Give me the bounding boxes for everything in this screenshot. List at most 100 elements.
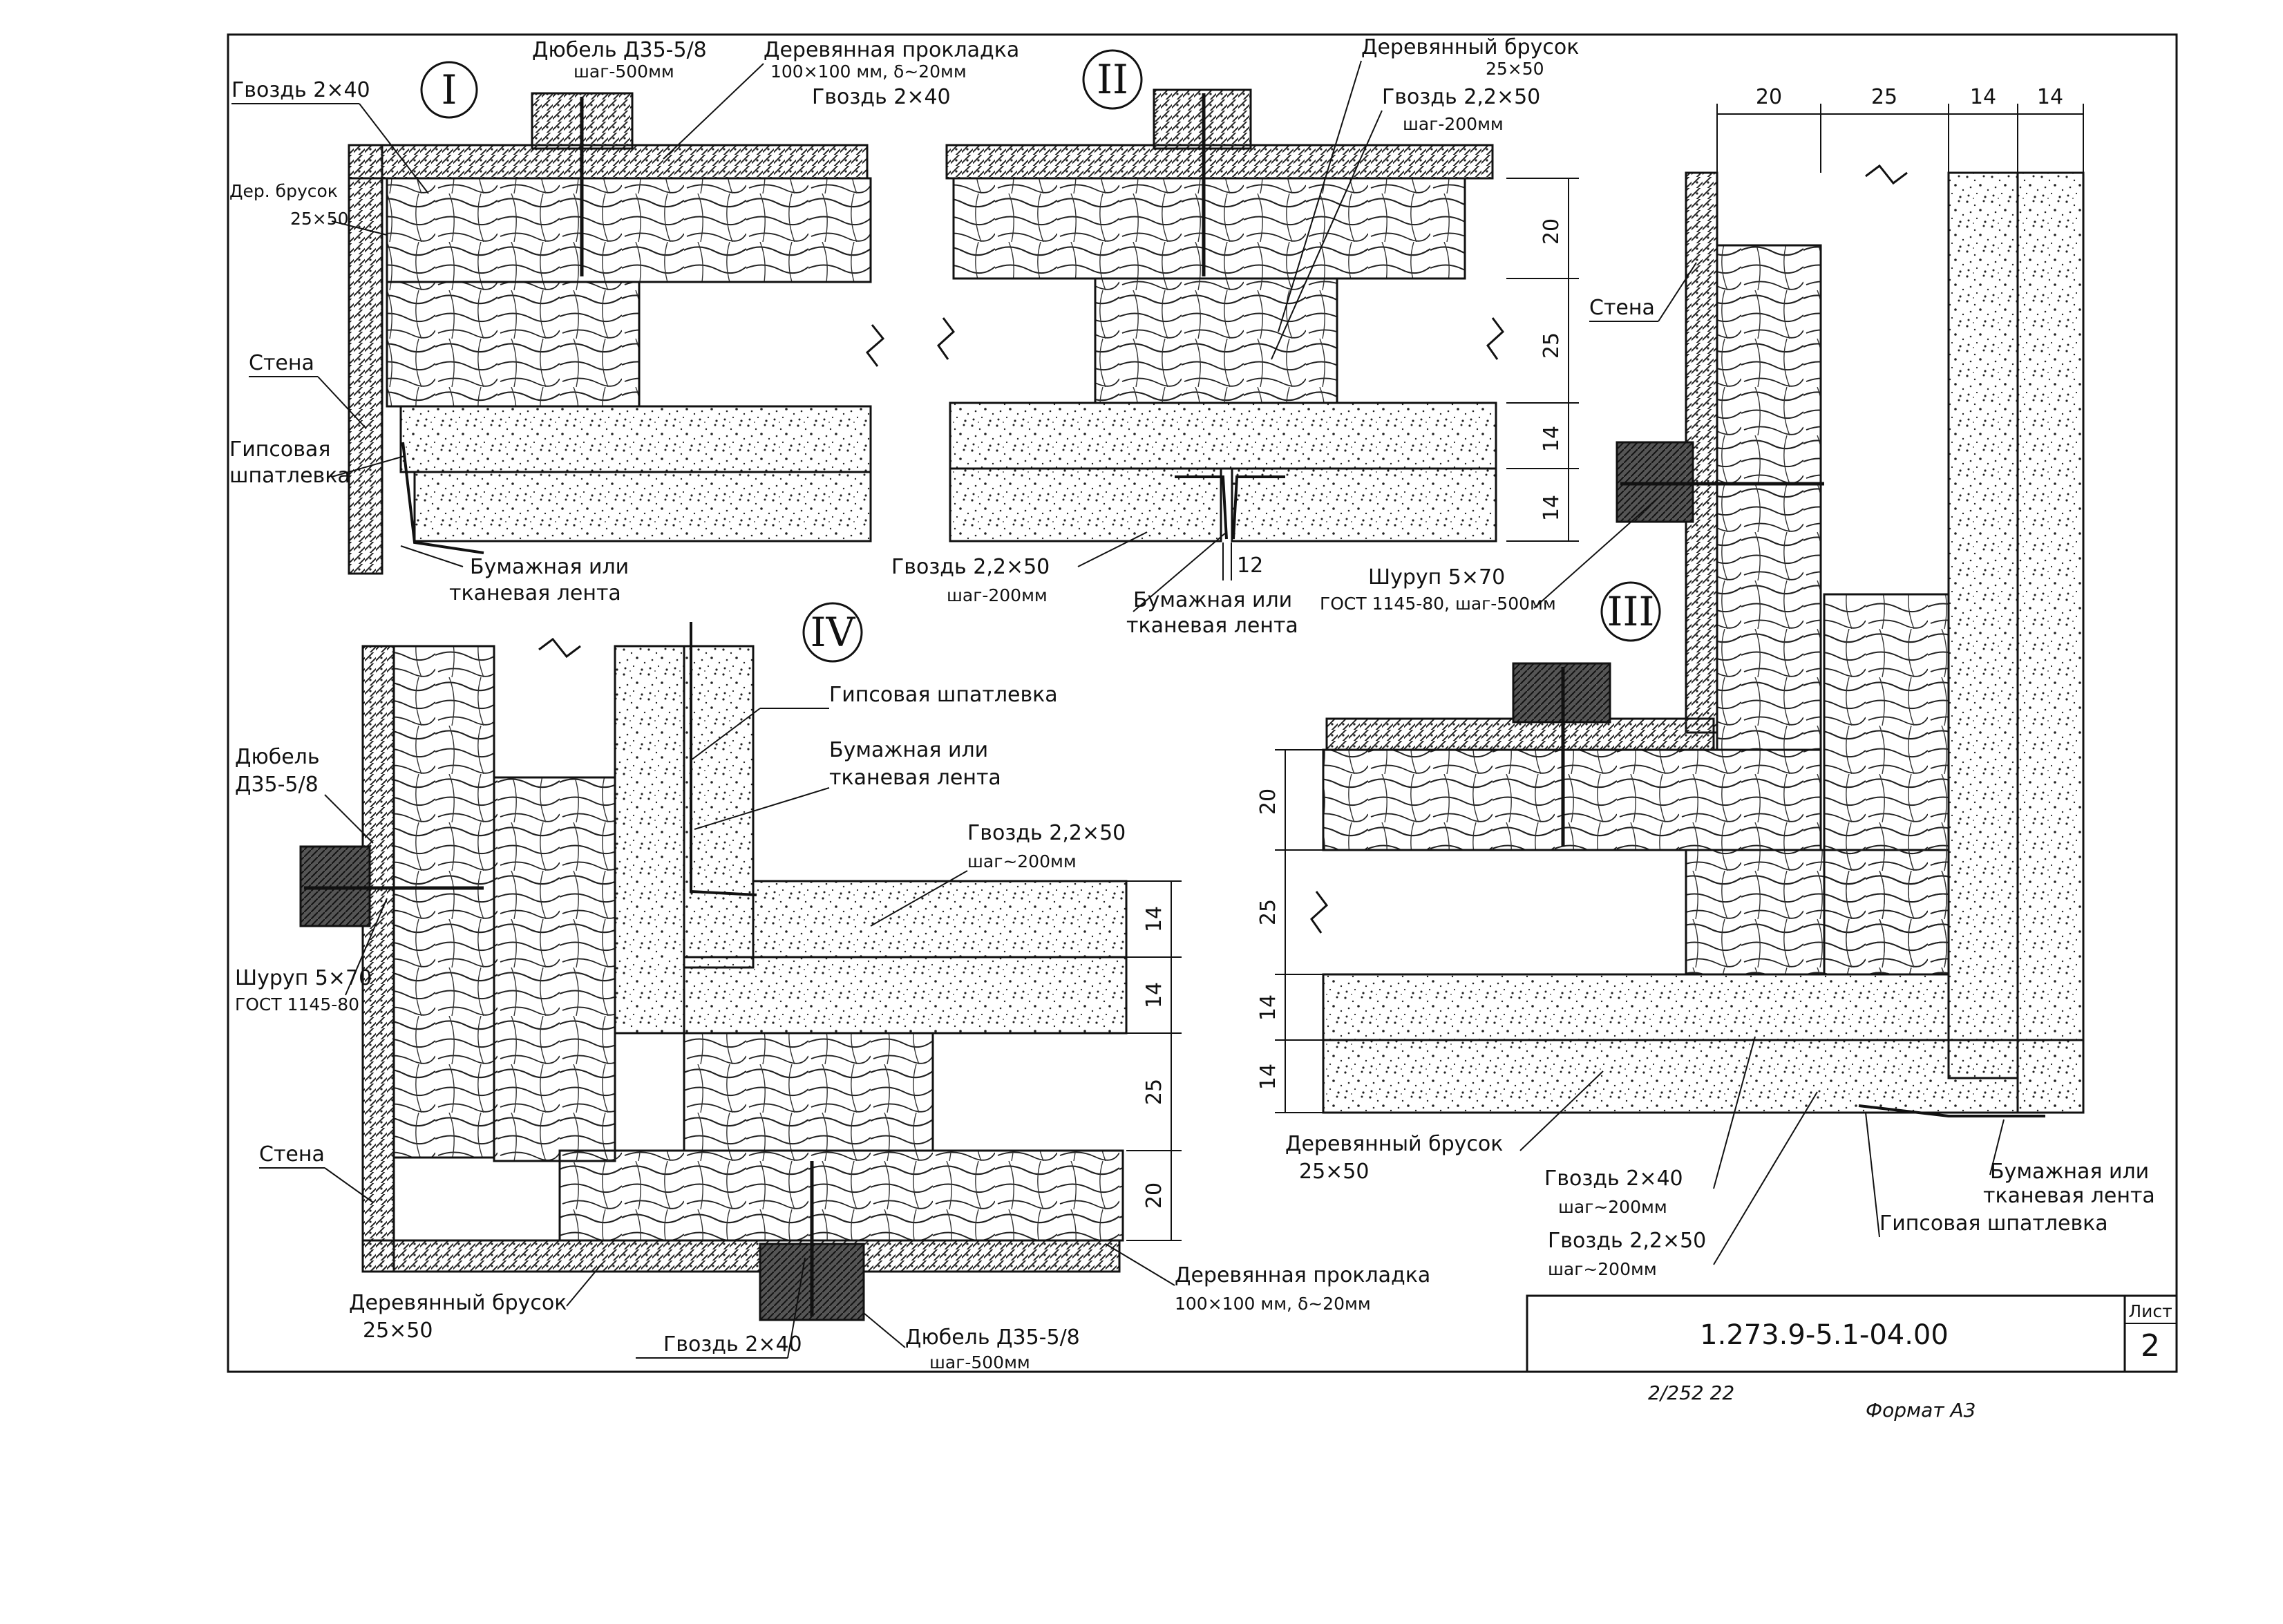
detail-3-nail2-label: Гвоздь 2,2×50 <box>1548 1229 1706 1253</box>
detail-1-break <box>865 324 885 367</box>
detail-1-wall-label: Стена <box>249 351 314 375</box>
detail-4-pad-label: Деревянная прокладка <box>1175 1263 1430 1287</box>
detail-4-dowel-bottom-leader <box>863 1312 906 1348</box>
detail-3-dim-14a: 14 <box>1256 994 1280 1021</box>
detail-4-vertical-25 <box>493 776 616 1162</box>
detail-3-break-left <box>1310 891 1329 934</box>
detail-1-pad-nail: Гвоздь 2×40 <box>812 85 951 109</box>
detail-2-nail-bottom-step: шаг-200мм <box>947 585 1048 605</box>
detail-4-nail-step: шаг~200мм <box>967 851 1077 871</box>
detail-3-tape-label2: тканевая лента <box>1983 1184 2155 1208</box>
detail-2-break-right <box>1486 317 1505 360</box>
detail-1-tape-leader <box>400 545 464 567</box>
detail-4-putty-label: Гипсовая шпатлевка <box>829 683 1058 707</box>
detail-3-wall-pointer <box>1658 262 1697 322</box>
detail-1-pad-label: Деревянная прокладка <box>764 38 1019 62</box>
detail-3-top-dim-14b: 14 <box>2037 85 2063 109</box>
detail-1-tape <box>401 442 484 554</box>
detail-2-tape-leader <box>1133 531 1227 612</box>
detail-1-tape-label2: тканевая лента <box>449 581 621 605</box>
detail-1-dowel-label: Дюбель Д35-5/8 <box>532 38 707 62</box>
detail-3-tape-label: Бумажная или <box>1990 1160 2149 1184</box>
detail-1-bar-label: Дер. брусок <box>229 181 338 201</box>
sheet-frame <box>227 33 2178 1373</box>
detail-4-wall <box>361 645 395 1273</box>
detail-3-roman: III <box>1607 588 1655 635</box>
detail-1: I Гвоздь 2×40 Дюбель Д35-5/8 шаг-500мм Д… <box>229 38 1019 605</box>
detail-3-ceiling <box>1325 717 1715 751</box>
detail-2-break-left <box>937 317 956 360</box>
detail-1-board-25 <box>386 281 641 408</box>
detail-4-bar-leader <box>566 1264 602 1307</box>
detail-1-board-20 <box>386 177 872 283</box>
detail-3-board-20 <box>1322 748 1822 851</box>
detail-3-putty-leader <box>1865 1112 1880 1238</box>
detail-4-wall-label: Стена <box>259 1142 325 1167</box>
drawing-code: 1.273.9-5.1-04.00 <box>1700 1319 1949 1351</box>
detail-1-pad-leader <box>663 63 764 160</box>
detail-2-nail-bottom-leader <box>1077 531 1148 567</box>
detail-3-vertical-20 <box>1716 244 1822 751</box>
detail-1-roman-circle <box>420 61 478 119</box>
detail-2-gap-dim: 12 <box>1237 554 1263 578</box>
detail-4-screw-leader <box>345 898 388 996</box>
sheet-label: Лист <box>2128 1301 2172 1321</box>
detail-3-break-top <box>1865 164 1908 185</box>
detail-1-putty-leader <box>331 455 405 478</box>
detail-1-nail-label: Гвоздь 2×40 <box>231 78 370 102</box>
detail-2-dimension-chain: 20 25 14 14 <box>1506 178 1579 542</box>
detail-1-wall-pointer <box>317 376 367 429</box>
detail-3-dim-25: 25 <box>1256 899 1280 925</box>
detail-3-screw-label: Шуруп 5×70 <box>1368 565 1505 589</box>
detail-4-screw-spec: ГОСТ 1145-80 <box>235 994 359 1014</box>
detail-3-putty-label: Гипсовая шпатлевка <box>1879 1211 2108 1236</box>
detail-4-tape-leader <box>694 787 830 830</box>
detail-3-wall-label: Стена <box>1589 296 1655 320</box>
detail-3-bar-label: Деревянный брусок <box>1285 1132 1503 1156</box>
paper-format: Формат А3 <box>1866 1399 1976 1422</box>
detail-4-gypsum-14b <box>683 956 1128 1035</box>
detail-4-dowel-bottom-label: Дюбель Д35-5/8 <box>905 1325 1080 1350</box>
detail-4-board-25 <box>683 1032 934 1152</box>
detail-1-bar-size: 25×50 <box>290 209 349 229</box>
detail-2-tape-label2: тканевая лента <box>1126 614 1298 638</box>
detail-3-screw-spec: ГОСТ 1145-80, шаг-500мм <box>1320 594 1556 614</box>
detail-2-gypsum-14b-left <box>949 467 1222 542</box>
detail-4-dowel-bottom-step: шаг-500мм <box>929 1352 1030 1372</box>
detail-3-top-dim-25: 25 <box>1871 85 1897 109</box>
detail-4-nail-bottom-label: Гвоздь 2×40 <box>663 1332 802 1357</box>
detail-3-tape-leader <box>1989 1119 2005 1175</box>
detail-3-top-dimension-chain: 20 25 14 14 <box>1716 85 2084 173</box>
detail-1-wall <box>348 144 383 575</box>
detail-4-dowel-leader <box>324 794 374 844</box>
detail-2-dim-14b: 14 <box>1540 495 1564 521</box>
detail-2-nail-leader <box>1271 110 1383 360</box>
detail-3-roman-circle <box>1600 581 1661 642</box>
detail-1-dowel-step: шаг-500мм <box>574 62 674 82</box>
detail-4-roman-circle <box>802 602 863 663</box>
detail-4-roman: IV <box>811 609 856 656</box>
detail-1-gypsum-14a <box>399 405 872 473</box>
detail-4-gypsum-vertical-a <box>614 645 685 1035</box>
sheet-number: 2 <box>2141 1328 2160 1363</box>
detail-1-tape-label: Бумажная или <box>470 555 629 579</box>
detail-3-dim-14b: 14 <box>1256 1064 1280 1090</box>
detail-4-tape <box>690 622 757 896</box>
detail-1-nail-pointer <box>359 103 429 194</box>
detail-3-nail1-label: Гвоздь 2×40 <box>1544 1167 1683 1191</box>
detail-4-dim-25: 25 <box>1142 1079 1166 1105</box>
detail-3-left-dimension-chain: 20 25 14 14 <box>1256 749 1323 1113</box>
detail-3-gypsum-vertical-a <box>1947 171 2019 1079</box>
detail-2-tape <box>1175 475 1285 540</box>
detail-2-board-25 <box>1094 277 1338 404</box>
detail-2-dim-20: 20 <box>1540 218 1564 245</box>
detail-1-roman: I <box>442 66 457 113</box>
detail-4-break-top <box>538 637 581 659</box>
detail-4-board-20 <box>558 1149 1124 1242</box>
detail-4-dimension-chain: 14 14 25 20 <box>1126 880 1182 1241</box>
detail-2-bar-leader <box>1278 60 1362 332</box>
detail-3-bar-leader <box>1519 1070 1604 1151</box>
detail-2-bar-label: Деревянный брусок <box>1361 35 1579 59</box>
detail-4-tape-label: Бумажная или <box>829 738 988 762</box>
